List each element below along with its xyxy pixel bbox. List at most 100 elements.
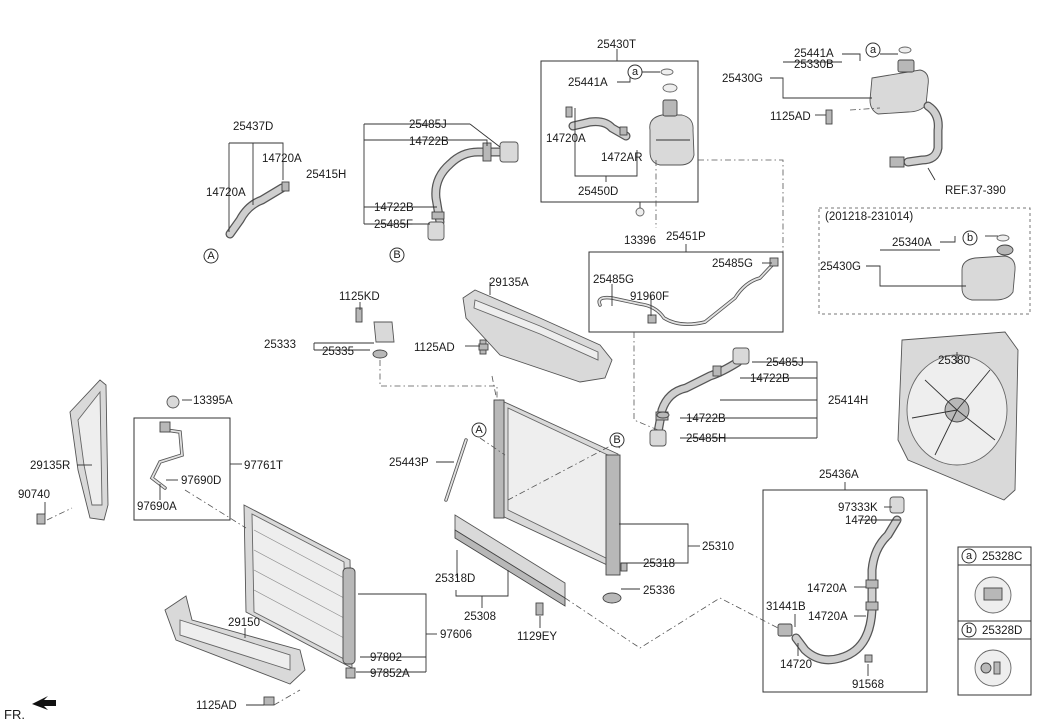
label-1125AD-bot: 1125AD: [196, 700, 237, 712]
marker-A-hose: A: [203, 248, 219, 264]
condenser-97606: [243, 504, 356, 679]
label-97852A: 97852A: [370, 668, 410, 680]
svg-text:a: a: [870, 44, 877, 56]
label-90740: 90740: [18, 489, 50, 501]
label-25436A: 25436A: [819, 469, 859, 481]
hose-25451P-group-box: [588, 251, 784, 333]
label-14722B-b1: 14722B: [750, 373, 790, 385]
label-25335: 25335: [322, 346, 354, 358]
bolts: [36, 109, 873, 706]
label-25330B: 25330B: [794, 59, 834, 71]
label-97606: 97606: [440, 629, 472, 641]
bracket-25333: [355, 307, 395, 359]
label-97690D: 97690D: [181, 475, 221, 487]
marker-b-alt: b: [962, 230, 978, 246]
label-25414H: 25414H: [828, 395, 868, 407]
reservoir-group-box: [540, 60, 699, 203]
svg-text:A: A: [207, 250, 215, 262]
sensor-group-box: [133, 417, 231, 521]
label-25450D: 25450D: [578, 186, 618, 198]
svg-text:A: A: [475, 424, 483, 436]
alt-reservoir-dashed-box: [818, 207, 1031, 315]
front-arrow-icon: [32, 696, 56, 710]
label-91960F: 91960F: [630, 291, 669, 303]
svg-text:a: a: [966, 550, 973, 562]
label-25430T: 25430T: [597, 39, 636, 51]
label-period: (201218-231014): [825, 211, 913, 223]
label-1125KD: 1125KD: [339, 291, 380, 303]
leader-lines: [44, 49, 998, 706]
legend-symbol-a: [974, 576, 1012, 614]
label-97690A: 97690A: [137, 501, 177, 513]
label-25441A-r: 25441A: [794, 48, 834, 60]
label-25318D: 25318D: [435, 573, 475, 585]
radiator-25310: [493, 399, 621, 576]
label-29135R: 29135R: [30, 460, 70, 472]
label-25485H: 25485H: [686, 433, 726, 445]
label-14720A-a: 14720A: [262, 153, 302, 165]
sensor-wire-97761T: [149, 421, 184, 490]
lower-shield-29150: [164, 595, 306, 685]
label-14720-top: 14720: [845, 515, 877, 527]
label-1472AR: 1472AR: [601, 152, 643, 164]
air-guard-29135A: [462, 289, 613, 383]
label-25336: 25336: [643, 585, 675, 597]
label-1129EY: 1129EY: [517, 631, 557, 643]
marker-a-right: a: [865, 42, 881, 58]
marker-a-top: a: [627, 64, 643, 80]
label-97333K: 97333K: [838, 502, 878, 514]
hose-25451P: [597, 257, 779, 326]
label-14722B-b2: 14722B: [686, 413, 726, 425]
label-25441A-top: 25441A: [568, 77, 608, 89]
svg-text:B: B: [393, 249, 400, 261]
label-13395A: 13395A: [193, 395, 233, 407]
label-25485G-r: 25485G: [712, 258, 753, 270]
label-29150: 29150: [228, 617, 260, 629]
legend-box-b: [957, 620, 1032, 696]
label-14720A-b: 14720A: [206, 187, 246, 199]
label-25451P: 25451P: [666, 231, 706, 243]
label-25430G-top: 25430G: [722, 73, 763, 85]
marker-B-hose: B: [389, 247, 405, 263]
label-14722B-top: 14722B: [409, 136, 449, 148]
label-1125AD-mid: 1125AD: [414, 342, 455, 354]
label-14720A-c: 14720A: [546, 133, 586, 145]
label-14720A-d: 14720A: [807, 583, 847, 595]
label-front: FR.: [4, 707, 25, 722]
label-25485J-mid: 25485J: [766, 357, 804, 369]
svg-text:a: a: [632, 66, 639, 78]
coolant-reservoir-25430T: [649, 83, 695, 166]
hose-25450D: [565, 106, 631, 141]
air-guard-29135R: [69, 379, 109, 521]
coolant-reservoir-alt: [961, 244, 1016, 301]
label-91568: 91568: [852, 679, 884, 691]
label-25415H: 25415H: [306, 169, 346, 181]
label-25443P: 25443P: [389, 457, 429, 469]
hose-25415H: [427, 141, 519, 241]
label-25437D: 25437D: [233, 121, 273, 133]
pipe-25443P: [444, 438, 468, 502]
marker-A-radiator: A: [471, 422, 487, 438]
svg-text:b: b: [966, 624, 972, 636]
label-25318: 25318: [643, 558, 675, 570]
label-14720A-e: 14720A: [808, 611, 848, 623]
label-31441B: 31441B: [766, 601, 806, 613]
label-25308: 25308: [464, 611, 496, 623]
label-ref-37-390: REF.37-390: [945, 185, 1006, 197]
coolant-reservoir-25430G: [869, 59, 943, 168]
hose-25414H: [649, 347, 750, 447]
label-25485F: 25485F: [374, 219, 413, 231]
label-14722B-mid: 14722B: [374, 202, 414, 214]
svg-text:B: B: [613, 434, 620, 446]
label-25485G-l: 25485G: [593, 274, 634, 286]
legend-marker-b: b: [961, 622, 977, 638]
label-25310: 25310: [702, 541, 734, 553]
marker-B-radiator: B: [609, 432, 625, 448]
legend-marker-a: a: [961, 548, 977, 564]
hose-25436A: [777, 496, 905, 665]
label-13396: 13396: [624, 235, 656, 247]
label-1125AD-top: 1125AD: [770, 111, 811, 123]
part-labels: 25430T 25441A 25441A 25330B 25430G 1125A…: [4, 39, 1022, 722]
